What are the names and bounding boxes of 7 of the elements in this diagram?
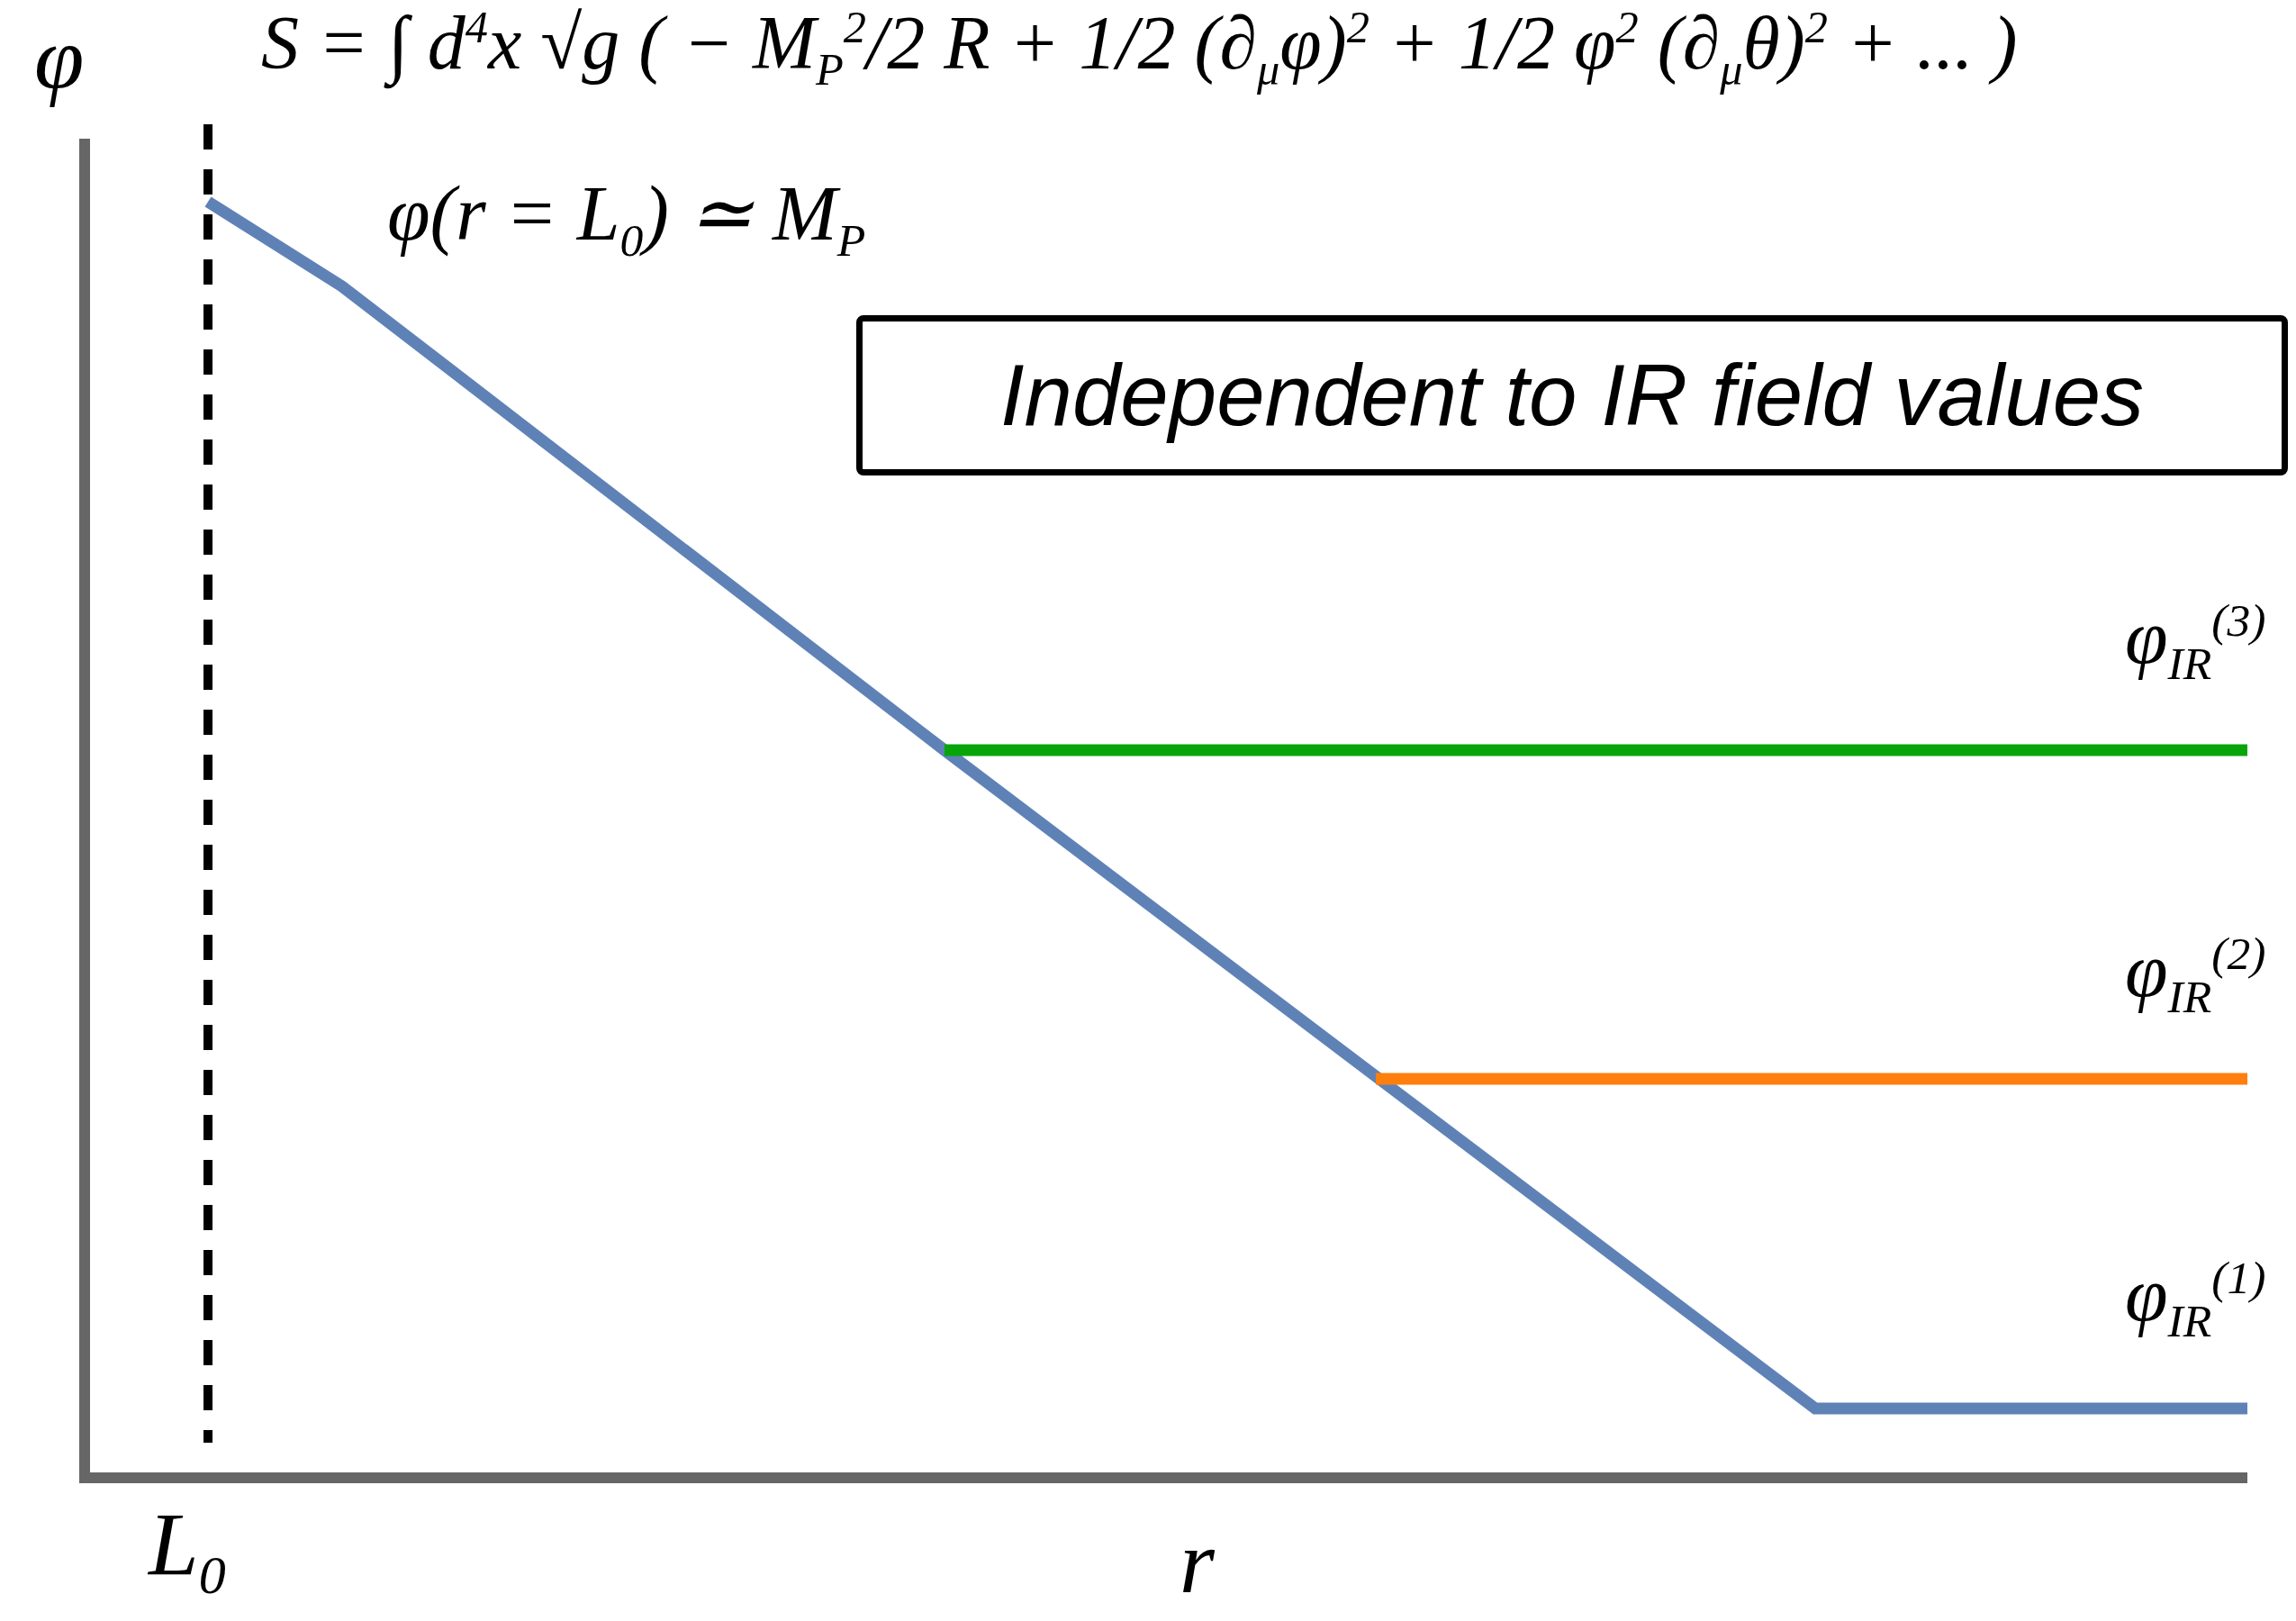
equation: S = ∫ d$^{4}$x √g ( − M$_{P}$$^{2}$/2 R + 1/2 (∂$_{μ}$φ)$^{2}$ + 1/2 φ$^{2}$ (∂$_{μ}$θ)$^{2}$ + ... ) xyxy=(261,2,2018,95)
axis-label: r xyxy=(1180,1513,1215,1612)
tick-label: L$_{0}$ xyxy=(149,1495,226,1605)
annotation: φ(r = L$_{0}$) ≃ M$_{P}$ xyxy=(387,171,866,267)
axis-label: φ xyxy=(34,9,85,108)
box-text: Independent to IR field values xyxy=(999,346,2145,445)
text-box xyxy=(856,315,2288,475)
